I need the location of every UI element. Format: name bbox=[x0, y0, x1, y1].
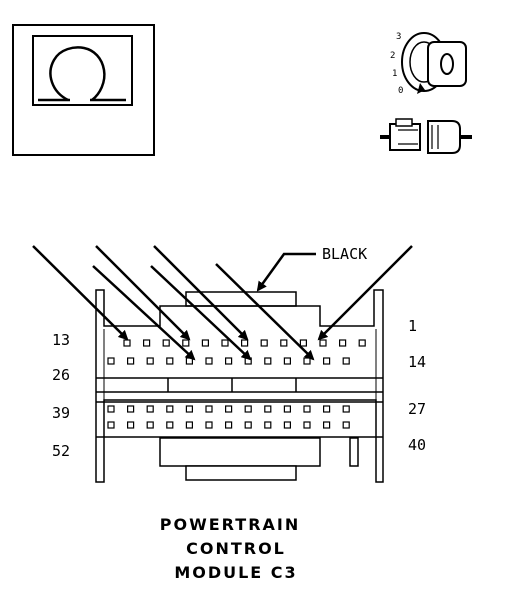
arrow-pin-g bbox=[317, 245, 413, 341]
pin-cavity bbox=[264, 405, 272, 413]
pin-cavity bbox=[260, 339, 268, 347]
pin-cavity bbox=[166, 357, 174, 365]
pin-cavity bbox=[162, 339, 170, 347]
ignition-position-2: 2 bbox=[390, 51, 395, 61]
pin-label-40: 40 bbox=[408, 436, 426, 454]
pin-label-27: 27 bbox=[408, 400, 426, 418]
pin-cavity bbox=[264, 357, 272, 365]
pin-cavity bbox=[107, 405, 115, 413]
pin-cavity bbox=[303, 421, 311, 429]
pin-cavity bbox=[205, 421, 213, 429]
arrow-pin-d bbox=[153, 245, 249, 341]
pin-cavity bbox=[299, 339, 307, 347]
pin-label-52: 52 bbox=[52, 442, 70, 460]
pin-cavity bbox=[185, 421, 193, 429]
pin-label-1: 1 bbox=[408, 317, 417, 335]
pin-cavity bbox=[126, 421, 135, 429]
pin-cavity bbox=[323, 357, 331, 365]
pin-cavity bbox=[126, 357, 135, 365]
ignition-position-1: 1 bbox=[392, 69, 397, 79]
pin-cavity bbox=[146, 357, 154, 365]
pin-cavity bbox=[303, 357, 311, 365]
pin-cavity bbox=[146, 405, 154, 413]
pin-cavity bbox=[166, 405, 174, 413]
pin-cavity bbox=[225, 421, 233, 429]
pin-cavity bbox=[107, 421, 115, 429]
pin-cavity bbox=[185, 405, 193, 413]
pin-cavity bbox=[323, 421, 331, 429]
pin-cavity bbox=[205, 405, 213, 413]
pin-cavity bbox=[146, 421, 154, 429]
pin-cavity bbox=[264, 421, 272, 429]
pin-cavity bbox=[107, 357, 115, 365]
pin-label-13: 13 bbox=[52, 331, 70, 349]
pin-cavity bbox=[241, 339, 249, 347]
pin-cavity bbox=[225, 405, 233, 413]
connector-body bbox=[95, 289, 384, 483]
pin-cavity bbox=[319, 339, 327, 347]
pin-cavity bbox=[244, 421, 252, 429]
title-line-3: MODULE C3 bbox=[174, 563, 297, 582]
pin-cavity bbox=[283, 421, 291, 429]
pin-arrows bbox=[32, 245, 413, 361]
pin-cavity bbox=[342, 357, 350, 365]
title-line-1: POWERTRAIN bbox=[160, 515, 300, 534]
ignition-position-3: 3 bbox=[396, 32, 401, 42]
arrow-black-callout bbox=[256, 252, 316, 292]
pin-cavity bbox=[342, 405, 350, 413]
ignition-position-0: 0 bbox=[398, 86, 403, 96]
pin-cavity bbox=[283, 357, 291, 365]
pin-cavity bbox=[205, 357, 213, 365]
pin-cavity bbox=[123, 339, 131, 347]
connector-disconnect-icon bbox=[380, 118, 472, 154]
arrow-pin-a bbox=[32, 245, 129, 341]
ignition-key-icon: 3 2 1 0 bbox=[390, 32, 467, 96]
pin-cavity bbox=[339, 339, 347, 347]
pin-cavity bbox=[358, 339, 366, 347]
pin-cavity bbox=[323, 405, 331, 413]
pin-label-26: 26 bbox=[52, 366, 70, 384]
arrow-pin-c bbox=[92, 265, 196, 361]
pin-cavity bbox=[225, 357, 233, 365]
pin-cavity bbox=[143, 339, 151, 347]
pin-cavity bbox=[126, 405, 135, 413]
pin-cavity bbox=[244, 405, 252, 413]
pin-label-39: 39 bbox=[52, 404, 70, 422]
pin-cavity bbox=[280, 339, 288, 347]
connector-color-label: BLACK bbox=[322, 245, 367, 263]
omega-symbol-icon bbox=[38, 46, 126, 102]
pin-cavity bbox=[182, 339, 190, 347]
pin-cavities bbox=[107, 339, 366, 429]
arrow-pin-f bbox=[215, 263, 315, 361]
pin-cavity bbox=[185, 357, 193, 365]
pin-cavity bbox=[342, 421, 350, 429]
pin-cavity bbox=[221, 339, 229, 347]
pin-cavity bbox=[166, 421, 174, 429]
title-line-2: CONTROL bbox=[186, 539, 286, 558]
pin-cavity bbox=[201, 339, 209, 347]
symbol-box bbox=[12, 24, 155, 156]
pin-label-14: 14 bbox=[408, 353, 426, 371]
arrow-pin-e bbox=[150, 265, 252, 361]
pin-cavity bbox=[283, 405, 291, 413]
arrow-pin-b bbox=[95, 245, 191, 341]
pin-cavity bbox=[303, 405, 311, 413]
